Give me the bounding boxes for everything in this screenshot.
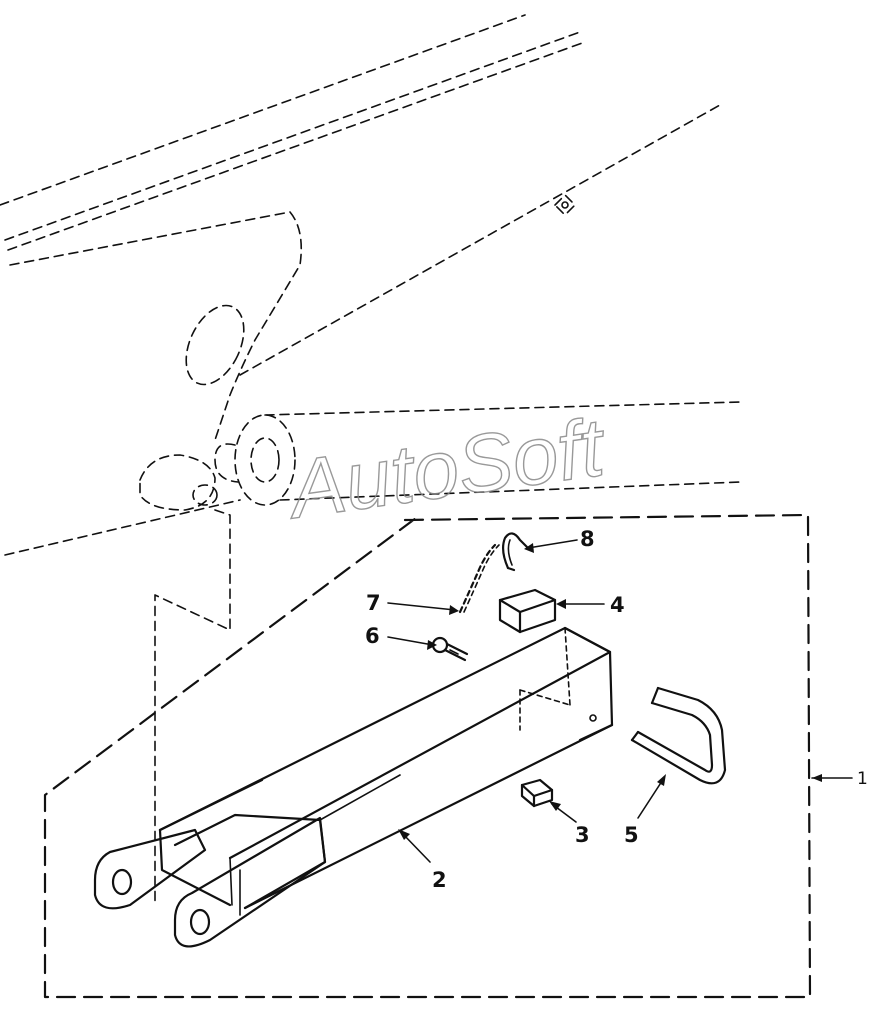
- callout-3: 3: [575, 823, 590, 847]
- watermark: AutoSoft: [280, 401, 612, 536]
- drawbar: [93, 626, 614, 948]
- kit-boundary: [43, 513, 853, 999]
- hairpin-clip: [501, 532, 532, 572]
- callout-2: 2: [432, 868, 447, 892]
- callout-8: 8: [580, 527, 595, 551]
- tractor-frame: [0, 14, 741, 906]
- callout-1: 1: [857, 769, 868, 789]
- callout-5: 5: [624, 823, 639, 847]
- leader-lines: [387, 539, 666, 863]
- hitch-pin: [630, 686, 727, 785]
- chain: [458, 543, 500, 614]
- small-block: [520, 778, 554, 808]
- clevis-pin: [431, 636, 469, 662]
- callout-7: 7: [366, 591, 381, 615]
- callout-4: 4: [610, 593, 625, 617]
- weight-block: [498, 588, 557, 634]
- callout-6: 6: [365, 624, 380, 648]
